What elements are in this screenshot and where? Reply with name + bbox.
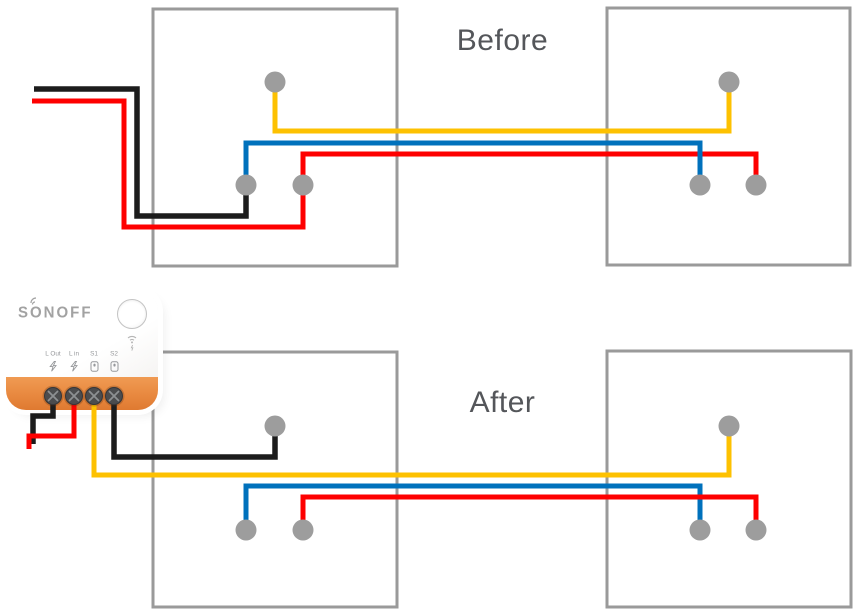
switch-icon — [90, 361, 98, 372]
terminal-strip — [6, 377, 158, 410]
before-right-switch-box — [605, 6, 852, 267]
terminal-labels-row: L Out L in S1 S2 — [6, 351, 158, 377]
before-title: Before — [456, 24, 549, 57]
after-left-switch-box — [151, 350, 399, 609]
pairing-button — [117, 299, 147, 329]
terminal-label-l-out: L Out — [33, 351, 73, 372]
sonoff-logo: SONOFF — [18, 304, 93, 322]
wifi-status-icon — [127, 335, 137, 351]
lightning-icon — [70, 361, 78, 372]
terminal-label-s2: S2 — [94, 351, 134, 372]
terminal-label-s1: S1 — [74, 351, 114, 372]
switch-icon — [110, 361, 118, 372]
terminal-label-l-in: L in — [54, 351, 94, 372]
before-left-switch-box — [151, 7, 399, 268]
lightning-icon — [49, 361, 57, 372]
sonoff-mini-device: SONOFF L Out L in — [6, 291, 158, 410]
after-right-switch-box — [605, 349, 853, 609]
after-title: After — [469, 386, 536, 419]
signal-waves-icon — [30, 297, 37, 305]
